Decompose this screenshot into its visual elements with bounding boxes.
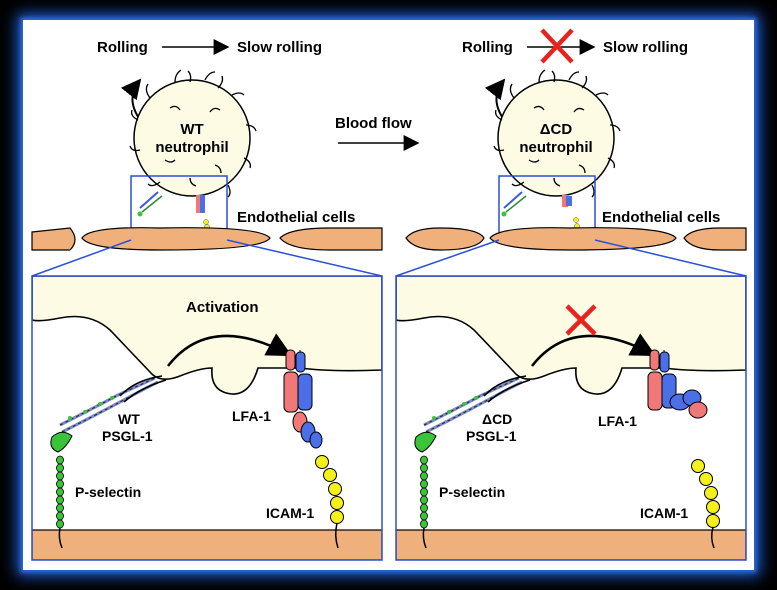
endothelial-label-left: Endothelial cells — [237, 209, 355, 226]
blood-flow: Blood flow — [335, 115, 420, 151]
top-left-scene: Rolling Slow rolling WT neutrophil — [31, 39, 383, 251]
rolling-label: Rolling — [97, 39, 148, 56]
psgl-label-right-1: ΔCD — [482, 411, 512, 427]
dcd-neutrophil: ΔCD neutrophil — [493, 69, 621, 198]
wt-neutrophil: WT neutrophil — [129, 69, 257, 198]
block-x-bottom — [565, 304, 597, 336]
endothelium-top-left — [31, 227, 383, 251]
lfa-label-left: LFA-1 — [232, 408, 271, 424]
dcd-cell-label-1: ΔCD — [540, 121, 573, 138]
lfa1-extended — [283, 349, 323, 449]
lfa1-bent — [647, 349, 708, 419]
psgl-label-2: PSGL-1 — [102, 428, 153, 444]
activation-arrow — [167, 333, 293, 367]
activation-label: Activation — [186, 299, 259, 316]
block-x-top — [540, 28, 574, 64]
psgl-label-1: WT — [118, 411, 140, 427]
blocked-activation-arrow — [531, 333, 657, 367]
wt-psgl1 — [59, 375, 167, 434]
icam-label-left: ICAM-1 — [266, 505, 314, 521]
endothelium-top-right — [405, 227, 747, 251]
blood-flow-label: Blood flow — [335, 115, 412, 132]
pselectin-label-left: P-selectin — [75, 484, 141, 500]
psgl-label-right-2: PSGL-1 — [466, 428, 517, 444]
lfa-label-right: LFA-1 — [598, 413, 637, 429]
p-selectin-right — [414, 431, 437, 549]
icam1-right — [691, 459, 720, 528]
bottom-left-detail: Activation — [31, 275, 383, 561]
wt-cell-label-2: neutrophil — [155, 139, 228, 156]
icam-label-right: ICAM-1 — [640, 505, 688, 521]
top-right-scene: Rolling Slow rolling ΔCD neutrophil — [405, 28, 747, 251]
icam1-left — [315, 455, 344, 524]
slow-rolling-label: Slow rolling — [237, 39, 322, 56]
wt-cell-label-1: WT — [180, 121, 203, 138]
bottom-right-detail: ΔCD PSGL-1 P-selectin LFA-1 ICAM- — [395, 275, 747, 561]
dcd-cell-label-2: neutrophil — [519, 139, 592, 156]
rolling-label-right: Rolling — [462, 39, 513, 56]
dcd-psgl1 — [423, 375, 531, 434]
p-selectin-left — [50, 431, 73, 549]
zoom-lines — [31, 239, 747, 277]
endothelial-label-right: Endothelial cells — [602, 209, 720, 226]
slow-rolling-label-right: Slow rolling — [603, 39, 688, 56]
pselectin-label-right: P-selectin — [439, 484, 505, 500]
